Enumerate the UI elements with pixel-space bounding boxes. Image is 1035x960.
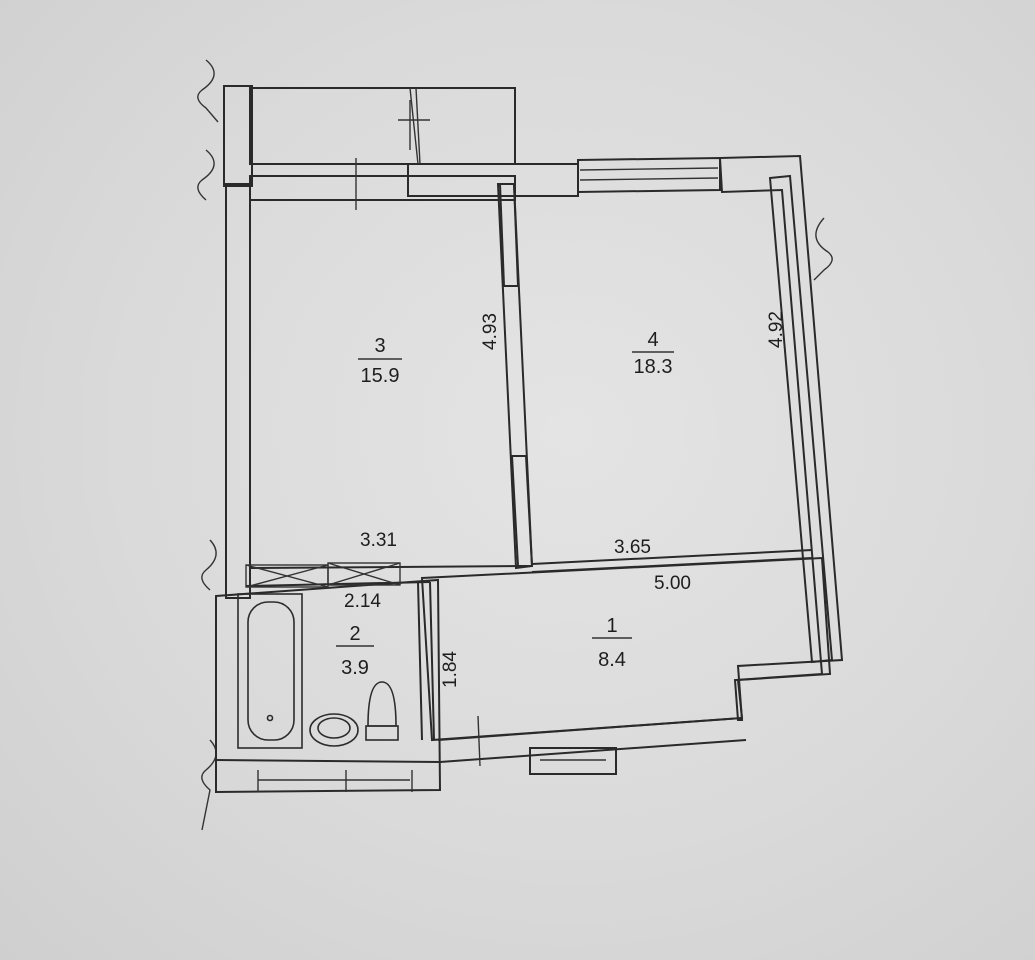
room-3-label: 3 15.9 [358, 335, 402, 387]
room-2-number: 2 [349, 623, 360, 645]
dimension-hall-height: 1.84 [440, 651, 461, 688]
wall-strip [257, 770, 413, 792]
room-4-number: 4 [647, 329, 658, 351]
room-1-label: 1 8.4 [592, 615, 632, 671]
dimension-room4-height: 4.92 [766, 311, 787, 348]
room-1-area: 8.4 [598, 649, 626, 671]
bathtub [237, 593, 303, 749]
dimension-hall-width: 5.00 [654, 573, 691, 594]
dimension-bath-width: 2.14 [344, 591, 381, 612]
dimension-room3-width: 3.31 [360, 530, 397, 551]
sink [309, 713, 359, 747]
dimension-room3-height: 4.93 [480, 313, 501, 350]
dimension-room4-width: 3.65 [614, 537, 651, 558]
outer-walls [215, 154, 844, 794]
balcony [223, 85, 516, 187]
room-2-area: 3.9 [341, 657, 369, 679]
room-4-label: 4 18.3 [632, 329, 674, 378]
room-1-number: 1 [606, 615, 617, 637]
interior-walls [245, 158, 813, 767]
toilet [365, 681, 399, 741]
room-2-label: 2 3.9 [336, 623, 374, 679]
room-3-area: 15.9 [361, 365, 400, 387]
room-4-area: 18.3 [634, 356, 673, 378]
room-3-number: 3 [374, 335, 385, 357]
